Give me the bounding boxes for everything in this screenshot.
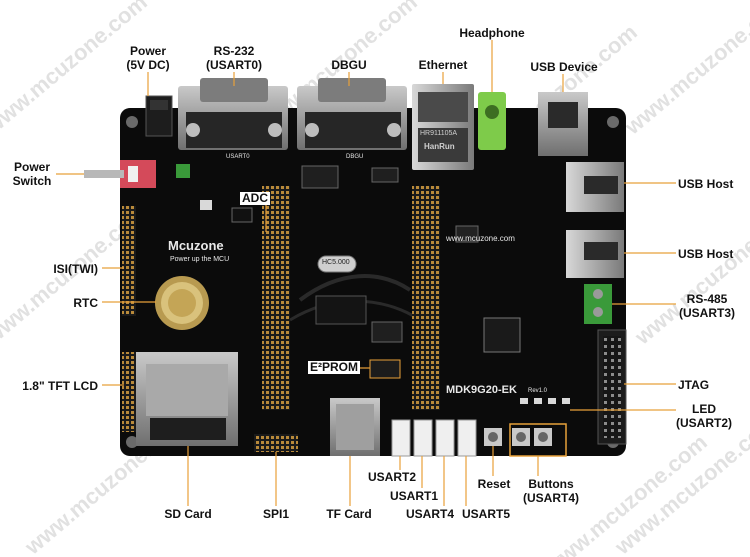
label-led: LED(USART2) <box>676 402 732 430</box>
usb-host-connector-1 <box>566 162 624 212</box>
usb-device-connector <box>538 92 588 156</box>
label-sd-card: SD Card <box>164 507 212 521</box>
label-rs232: RS-232(USART0) <box>206 44 262 72</box>
label-rtc: RTC <box>73 296 98 310</box>
label-rs485: RS-485(USART3) <box>679 292 735 320</box>
crystal <box>317 255 357 273</box>
expansion-header-left <box>262 186 290 410</box>
label-usart1: USART1 <box>389 489 438 503</box>
mount-hole <box>607 116 619 128</box>
isi-header <box>122 206 136 316</box>
usart-connectors <box>391 419 477 457</box>
mount-hole <box>126 116 138 128</box>
rs485-terminal-block <box>584 284 612 324</box>
tf-card-slot <box>330 398 380 456</box>
jtag-header <box>597 329 627 445</box>
label-spi1: SPI1 <box>262 507 289 521</box>
dbgu-port-label: DBGU <box>346 154 364 160</box>
expansion-header-right <box>412 186 440 410</box>
label-ethernet: Ethernet <box>418 58 468 72</box>
usart0-port-label: USART0 <box>226 154 250 160</box>
ethernet-jack-brand: HanRun <box>424 142 455 151</box>
label-dbgu: DBGU <box>331 58 367 72</box>
label-power: Power(5V DC) <box>126 44 170 72</box>
label-eeprom: E²PROM <box>308 360 360 374</box>
label-usart4: USART4 <box>405 507 454 521</box>
label-usb-host-2: USB Host <box>678 247 734 261</box>
tft-lcd-header <box>122 352 136 432</box>
leds <box>520 398 570 404</box>
brand-logo: Mcuzone <box>168 238 224 253</box>
eeprom-chip <box>369 359 401 379</box>
power-switch <box>84 160 156 188</box>
sdram-chip <box>315 295 367 325</box>
label-usb-device: USB Device <box>530 60 598 74</box>
reset-button <box>484 428 502 446</box>
sd-card-slot <box>136 352 238 446</box>
board-url: www.mcuzone.com <box>446 234 515 243</box>
board-revision: Rev1.0 <box>528 388 548 394</box>
label-usb-host-1: USB Host <box>678 177 734 191</box>
ethernet-jack-model: HR911105A <box>420 130 458 137</box>
user-buttons <box>512 428 552 446</box>
brand-tagline: Power up the MCU <box>170 256 230 263</box>
ethernet-jack <box>412 84 474 170</box>
spi1-header <box>254 434 298 452</box>
label-headphone: Headphone <box>459 26 525 40</box>
db9-dbgu-connector <box>297 78 407 150</box>
ethernet-phy-chip <box>483 317 521 353</box>
label-tf-card: TF Card <box>326 507 372 521</box>
label-tft-lcd: 1.8" TFT LCD <box>22 379 98 393</box>
label-jtag: JTAG <box>678 378 710 392</box>
label-reset: Reset <box>477 477 511 491</box>
db9-usart0-connector <box>178 78 288 150</box>
usb-host-connector-2 <box>566 230 624 278</box>
mount-hole <box>126 436 138 448</box>
label-adc: ADC <box>240 191 270 205</box>
label-isi: ISI(TWI) <box>53 262 98 276</box>
label-usart5: USART5 <box>461 507 510 521</box>
crystal-marking: HC5.000 <box>322 259 350 266</box>
headphone-jack <box>478 92 506 150</box>
label-buttons: Buttons(USART4) <box>523 477 579 505</box>
label-usart2: USART2 <box>367 470 416 484</box>
board-model: MDK9G20-EK <box>446 384 517 396</box>
rtc-battery <box>155 276 209 330</box>
